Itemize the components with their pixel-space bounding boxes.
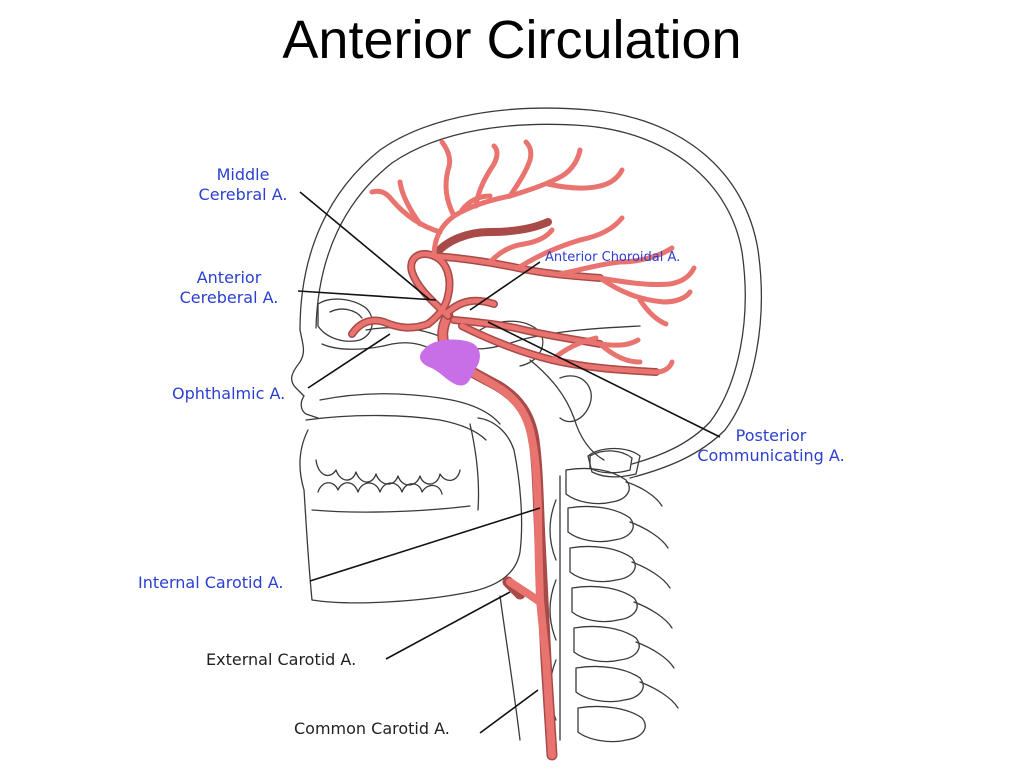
clivus-outline <box>529 359 605 461</box>
label-middle-cerebral: Middle Cerebral A. <box>188 165 298 206</box>
leader-internal-carotid <box>309 507 541 582</box>
label-common-carotid: Common Carotid A. <box>294 719 450 738</box>
zygoma-outline <box>319 393 501 425</box>
label-middle-cerebral-line1: Middle <box>216 165 270 184</box>
aca-branch-1 <box>439 139 457 219</box>
leader-middle-cerebral <box>299 191 431 301</box>
label-external-carotid: External Carotid A. <box>206 650 357 669</box>
leader-anterior-choroidal <box>469 261 541 311</box>
leader-external-carotid <box>385 591 511 660</box>
leader-common-carotid <box>479 689 539 734</box>
ophthalmic-artery <box>349 318 431 337</box>
occipital-condyle <box>589 450 633 474</box>
label-ophthalmic: Ophthalmic A. <box>172 384 286 403</box>
label-posterior-communicating: Posterior Communicating A. <box>684 426 858 467</box>
mca-branch-1 <box>515 215 625 271</box>
mca-branch-2 <box>557 245 675 277</box>
label-posterior-communicating-line2: Communicating A. <box>697 446 845 466</box>
label-internal-carotid: Internal Carotid A. <box>138 573 284 592</box>
posterior-communicating-artery <box>445 298 497 315</box>
label-anterior-cerebral-line1: Anterior <box>196 268 262 287</box>
label-posterior-communicating-line1: Posterior <box>735 426 807 445</box>
leader-posterior-communicating <box>487 321 721 438</box>
mandible-outline <box>299 417 523 604</box>
aca-branch-2 <box>473 143 500 209</box>
jaw-line <box>311 505 471 513</box>
label-anterior-choroidal: Anterior Choroidal A. <box>545 250 681 265</box>
label-anterior-cerebral-line2: Cereberal A. <box>179 288 279 308</box>
orbit-inner <box>329 308 363 319</box>
pituitary-gland <box>420 339 480 386</box>
external-carotid-artery <box>506 578 544 606</box>
aca-branch-5 <box>545 167 625 191</box>
ear-ring <box>587 447 641 478</box>
aca-branch-7 <box>397 179 423 227</box>
leader-anterior-cerebral <box>297 290 437 301</box>
posterior-branch-1 <box>451 317 641 348</box>
posterior-branch-2 <box>459 323 675 375</box>
aca-branch-6 <box>369 188 443 235</box>
aca-branch-3 <box>507 139 534 199</box>
artery-tree <box>348 139 697 761</box>
face-profile <box>290 329 319 419</box>
label-anterior-cerebral: Anterior Cereberal A. <box>166 268 292 309</box>
leader-ophthalmic <box>307 333 391 389</box>
cranium-inner <box>315 123 746 465</box>
upper-teeth <box>315 459 461 486</box>
neck-outline <box>499 595 521 741</box>
leader-lines <box>297 191 721 734</box>
artery-branch-fill <box>349 139 697 375</box>
aca-branch-8 <box>459 193 493 213</box>
maxilla-outline <box>305 414 487 441</box>
label-middle-cerebral-line2: Cerebral A. <box>198 185 288 205</box>
posterior-branch-4 <box>597 341 643 365</box>
mandible-ramus <box>469 423 480 511</box>
lower-teeth <box>317 482 443 495</box>
cranium-outline <box>299 107 762 479</box>
mca-branch-3 <box>597 265 697 288</box>
slide-title: Anterior Circulation <box>282 10 742 70</box>
common-carotid-artery <box>536 596 556 759</box>
posterior-branch-3 <box>549 335 599 363</box>
orbit-outline <box>317 298 373 342</box>
mca-branch-6 <box>487 227 555 265</box>
aca-branch-4 <box>507 147 583 199</box>
mastoid-outline <box>559 375 592 423</box>
mca-branch-5 <box>637 297 669 327</box>
mca-branch-4 <box>597 275 693 305</box>
cervical-spine <box>549 467 679 743</box>
